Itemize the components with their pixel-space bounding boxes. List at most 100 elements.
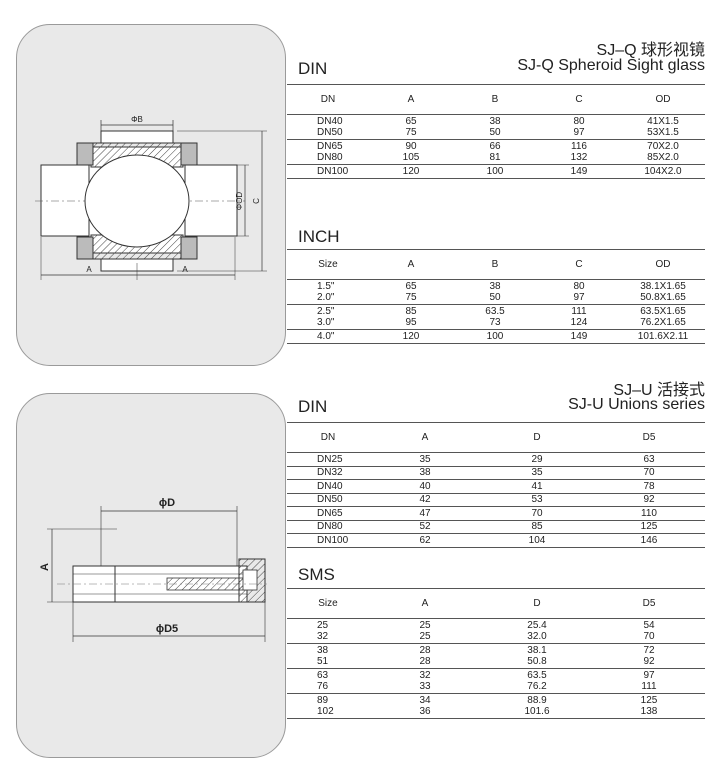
table-cell: 149: [537, 164, 621, 179]
cell-value: 40: [419, 480, 431, 492]
cell-value: 63: [643, 453, 655, 465]
table-cell: 47: [369, 506, 481, 521]
cell-value: 25: [419, 620, 431, 631]
cell-value: 29: [531, 453, 543, 465]
cell-value: 32: [419, 670, 431, 681]
column-header: D5: [593, 422, 705, 453]
column-header: A: [369, 249, 453, 280]
cell-value: 41X1.5: [647, 116, 679, 127]
table-cell: 35: [369, 452, 481, 467]
cell-value: 52: [419, 521, 431, 533]
table-cell: 38: [369, 466, 481, 480]
cell-value: 54: [643, 620, 655, 631]
cell-value: DN40: [317, 116, 343, 127]
cell-value: DN100: [317, 534, 349, 546]
cell-value: 51: [317, 656, 329, 667]
cell-value: 85: [531, 521, 543, 533]
table-cell: 120: [369, 164, 453, 179]
cell-value: DN80: [317, 521, 343, 533]
cell-value: 85X2.0: [647, 152, 679, 163]
table-cell: 100: [453, 164, 537, 179]
cell-value: 28: [419, 645, 431, 656]
cell-value: 101.6: [524, 706, 550, 717]
dim-b-label: ΦB: [131, 115, 143, 124]
cell-value: 120: [402, 165, 420, 177]
table-cell: 40: [369, 479, 481, 494]
cell-value: 80: [573, 116, 585, 127]
table-cell: 1.5"2.0": [287, 279, 369, 305]
table-cell: 104X2.0: [621, 164, 705, 179]
cell-value: 105: [402, 152, 420, 163]
table-cell: 146: [593, 533, 705, 548]
cell-value: 63.5: [527, 670, 547, 681]
cell-value: 124: [570, 317, 588, 328]
cell-value: 125: [640, 521, 658, 533]
dim-c-label: C: [252, 198, 261, 204]
table-cell: 125: [593, 520, 705, 534]
table-row: DN100 120 100 149 104X2.0: [287, 164, 705, 179]
unions-series-drawing: ϕD A ϕD5: [39, 497, 267, 642]
table-cell: 35: [481, 466, 593, 480]
table-cell: DN80: [287, 520, 369, 534]
cell-value: 70: [531, 507, 543, 519]
column-header: B: [453, 249, 537, 280]
column-header: C: [537, 249, 621, 280]
cell-value: 80: [573, 281, 585, 292]
dim-d5-label: ϕD5: [156, 623, 178, 635]
cell-value: 85: [405, 306, 417, 317]
cell-value: 89: [317, 695, 329, 706]
table-cell: 100: [453, 329, 537, 344]
table-cell: 41: [481, 479, 593, 494]
cell-value: 92: [643, 656, 655, 667]
cell-value: 32.0: [527, 631, 547, 642]
column-header: DN: [287, 422, 369, 453]
cell-value: 53: [531, 494, 543, 506]
cell-value: 50.8: [527, 656, 547, 667]
cell-value: 28: [419, 656, 431, 667]
table-cell: 70: [593, 466, 705, 480]
cell-value: 41: [531, 480, 543, 492]
cell-value: 90: [405, 141, 417, 152]
column-header: D5: [593, 588, 705, 619]
column-header: A: [369, 422, 481, 453]
cell-value: 65: [405, 281, 417, 292]
table-cell: 53: [481, 493, 593, 507]
cell-value: 47: [419, 507, 431, 519]
cell-value: 25: [419, 631, 431, 642]
cell-value: 4.0": [317, 330, 335, 342]
cell-value: 2.0": [317, 292, 335, 303]
cell-value: 111: [571, 306, 587, 317]
cell-value: DN25: [317, 453, 343, 465]
table-cell: 78: [593, 479, 705, 494]
cell-value: 38: [317, 645, 329, 656]
cell-value: 88.9: [527, 695, 547, 706]
cell-value: 138: [640, 706, 658, 717]
cell-value: 65: [405, 116, 417, 127]
cell-value: 149: [570, 165, 588, 177]
cell-value: 35: [419, 453, 431, 465]
column-header: OD: [621, 84, 705, 115]
cell-value: 75: [405, 127, 417, 138]
cell-value: DN100: [317, 165, 349, 177]
table-cell: 101.6X2.11: [621, 329, 705, 344]
